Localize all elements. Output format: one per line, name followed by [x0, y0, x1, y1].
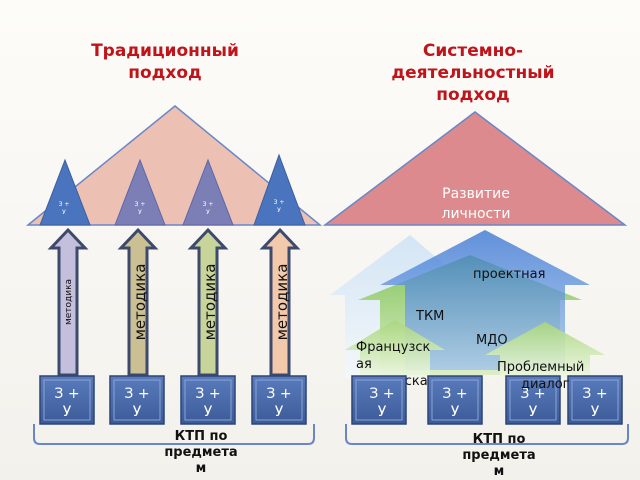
svg-text:У: У — [277, 207, 281, 214]
svg-text:З +: З + — [135, 201, 146, 208]
zu-block-left-4: З + У — [251, 375, 307, 425]
svg-text:З +: З + — [54, 386, 79, 402]
traditional-triangle — [25, 105, 323, 226]
bracket-right — [345, 424, 629, 445]
svg-text:У: У — [62, 209, 66, 216]
zu-block-right-2: З + У — [427, 375, 483, 425]
svg-text:З +: З + — [266, 386, 291, 402]
svg-text:З +: З + — [520, 386, 545, 402]
svg-text:У: У — [451, 404, 460, 420]
svg-text:У: У — [138, 209, 142, 216]
method-arrow-2: методика — [117, 227, 159, 377]
small-triangle-4: З + У — [253, 153, 306, 226]
heading-traditional: Традиционный подход — [91, 41, 239, 83]
zu-block-left-1: З + У — [39, 375, 95, 425]
svg-text:У: У — [204, 404, 213, 420]
svg-text:ая: ая — [356, 357, 372, 372]
svg-text:З +: З + — [195, 386, 220, 402]
zu-block-right-4: З + У — [567, 375, 623, 425]
small-triangle-2: З + У — [114, 158, 166, 226]
svg-text:У: У — [63, 404, 72, 420]
svg-text:З +: З + — [369, 386, 394, 402]
arrow-green-right — [485, 322, 605, 378]
svg-text:У: У — [206, 209, 210, 216]
svg-text:методика: методика — [131, 264, 149, 341]
svg-text:У: У — [275, 404, 284, 420]
svg-text:Французск: Французск — [356, 340, 431, 355]
ktp-label-right: КТП по предмета м — [462, 432, 536, 479]
method-arrow-1: методика — [47, 227, 89, 377]
svg-text:методика: методика — [273, 264, 291, 341]
zu-block-left-3: З + У — [180, 375, 236, 425]
method-tkm: ТКМ — [415, 309, 444, 324]
svg-text:З +: З + — [442, 386, 467, 402]
svg-text:личности: личности — [442, 206, 511, 222]
svg-text:З +: З + — [59, 201, 70, 208]
zu-block-left-2: З + У — [109, 375, 165, 425]
method-arrow-4: методика — [259, 227, 301, 377]
method-project: проектная — [473, 267, 545, 282]
method-problem-dialog: Проблемный диалог — [497, 360, 584, 392]
svg-text:З +: З + — [203, 201, 214, 208]
method-mdo: МДО — [476, 333, 508, 348]
svg-text:У: У — [133, 404, 142, 420]
method-arrow-3: методика — [187, 227, 229, 377]
zu-block-right-1: З + У — [351, 375, 407, 425]
svg-text:диалог: диалог — [521, 377, 570, 392]
svg-text:У: У — [591, 404, 600, 420]
bracket-left — [33, 424, 315, 445]
small-triangle-1: З + У — [39, 158, 91, 226]
svg-text:методика: методика — [64, 279, 74, 325]
zu-block-right-3: З + У — [505, 375, 561, 425]
arrow-green-left — [345, 320, 445, 378]
development-triangle: Развитие личности — [322, 111, 628, 226]
heading-system-activity: Системно- деятельностный подход — [391, 41, 555, 105]
svg-text:З +: З + — [124, 386, 149, 402]
svg-text:У: У — [529, 404, 538, 420]
svg-text:Развитие: Развитие — [442, 186, 510, 202]
svg-text:З +: З + — [274, 199, 285, 206]
small-triangle-3: З + У — [182, 158, 234, 226]
ktp-label-left: КТП по предмета м — [164, 429, 238, 476]
svg-text:методика: методика — [201, 264, 219, 341]
svg-text:Проблемный: Проблемный — [497, 360, 584, 375]
svg-text:У: У — [378, 404, 387, 420]
svg-text:З +: З + — [582, 386, 607, 402]
